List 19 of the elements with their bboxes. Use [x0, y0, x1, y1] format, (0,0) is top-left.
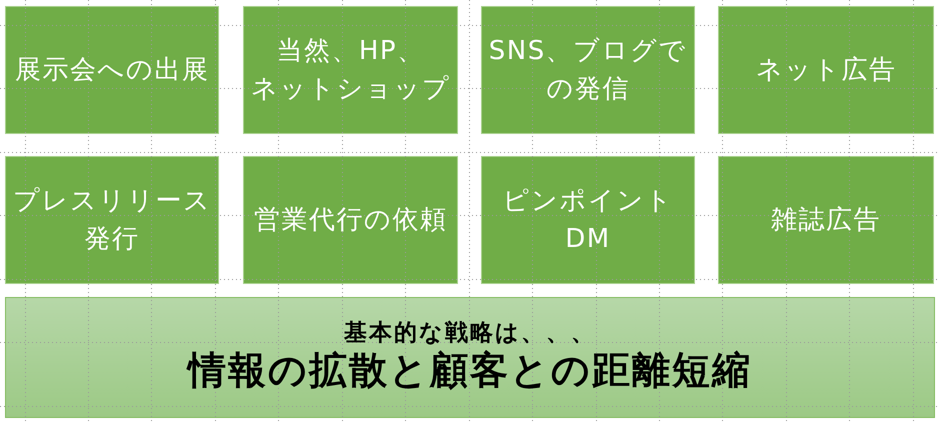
tile-label: ピンポイントDM [502, 185, 674, 256]
tile [243, 156, 458, 284]
tile [243, 6, 458, 134]
tile-label: 当然、HP、ネットショップ [250, 35, 452, 106]
banner-heading: 情報の拡散と顧客との距離短縮 [188, 348, 752, 392]
tile [481, 156, 695, 284]
tile-label: ネット広告 [756, 54, 896, 87]
tile [718, 156, 934, 284]
tile-label: プレスリリース発行 [12, 185, 212, 256]
tile-label: 雑誌広告 [771, 204, 881, 237]
tile [5, 156, 219, 284]
tile-label: 営業代行の依頼 [254, 204, 448, 237]
tile [481, 6, 695, 134]
tile [718, 6, 934, 134]
banner-subtitle: 基本的な戦略は、、、 [344, 318, 596, 348]
tile-label: 展示会への出展 [14, 54, 210, 87]
tile-label: SNS、ブログでの発信 [488, 35, 688, 106]
tile [5, 6, 219, 134]
banner [5, 297, 935, 418]
